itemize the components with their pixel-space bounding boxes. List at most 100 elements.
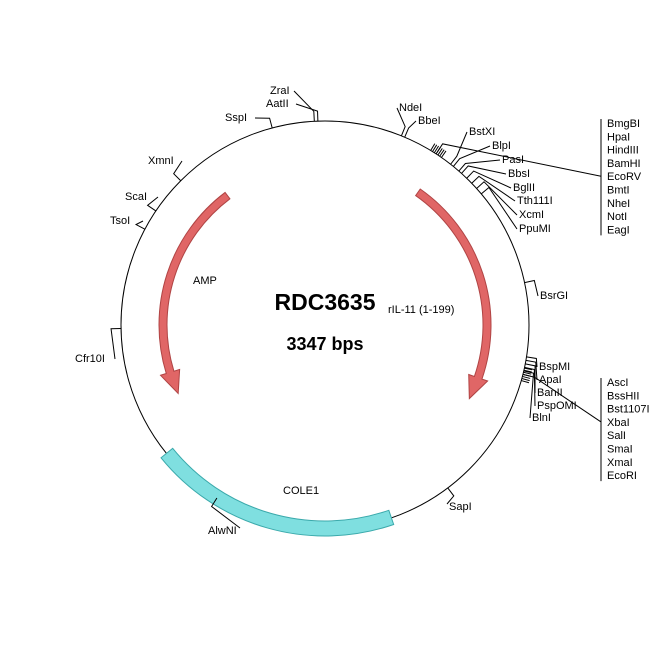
site-label-bglii: BglII [513, 182, 535, 194]
group-bottom-site-sali: SalI [607, 430, 626, 442]
site-tick-xcmi [476, 181, 518, 216]
site-tick-pspomi [524, 366, 536, 407]
site-tick-blpi [452, 145, 491, 167]
site-tick-bsrgi [524, 279, 539, 297]
site-label-bbei: BbeI [418, 115, 441, 127]
site-alwni: AlwNI [208, 497, 241, 537]
site-label-alwni: AlwNI [208, 525, 237, 537]
group-top-fan-tick [433, 145, 440, 154]
site-pspomi: PspOMI [524, 366, 577, 412]
site-label-bstxi: BstXI [469, 126, 495, 138]
site-bbsi: BbsI [461, 165, 530, 180]
site-label-xcmi: XcmI [519, 209, 544, 221]
site-aatii: AatII [266, 98, 319, 122]
site-tick-alwni [210, 497, 241, 529]
site-bstxi: BstXI [450, 126, 495, 165]
site-tth111i: Tth111I [471, 175, 553, 207]
group-top-site-ecorv: EcoRV [607, 171, 642, 183]
site-tick-zrai [293, 90, 315, 122]
site-sapi: SapI [446, 487, 472, 513]
site-label-tsoi: TsoI [110, 215, 130, 227]
site-zrai: ZraI [270, 85, 315, 122]
site-group-top: BmgBIHpaIHindIIIBamHIEcoRVBmtINheINotIEa… [430, 118, 642, 236]
group-top-site-hindiii: HindIII [607, 145, 639, 157]
site-blni: BlnI [523, 370, 551, 424]
site-label-aatii: AatII [266, 98, 289, 110]
site-label-cfr10i: Cfr10I [75, 353, 105, 365]
site-tick-bspmi [526, 356, 538, 368]
site-label-ppumi: PpuMI [519, 223, 551, 235]
site-tsoi: TsoI [110, 215, 146, 230]
site-xcmi: XcmI [476, 181, 544, 221]
plasmid-name: RDC3635 [275, 289, 376, 315]
site-tick-cfr10i [110, 328, 122, 360]
site-tick-sapi [446, 487, 455, 505]
group-bottom-fan-tick [521, 380, 530, 384]
site-tick-bstxi [450, 131, 468, 165]
site-label-bspmi: BspMI [539, 361, 570, 373]
group-bottom-fan-tick [521, 378, 530, 382]
site-label-blpi: BlpI [492, 140, 511, 152]
amp-feature-label: AMP [193, 275, 217, 287]
insert-label: rIL-11 (1-199) [388, 304, 454, 316]
site-ppumi: PpuMI [480, 186, 551, 235]
site-blpi: BlpI [452, 140, 511, 167]
site-scai: ScaI [125, 191, 159, 212]
site-label-apai: ApaI [539, 374, 562, 386]
site-label-pspomi: PspOMI [537, 400, 577, 412]
site-sspi: SspI [225, 112, 273, 129]
site-label-scai: ScaI [125, 191, 147, 203]
site-label-banii: BanII [537, 387, 563, 399]
site-tick-tsoi [134, 220, 146, 230]
group-bottom-fan-tick [522, 375, 531, 379]
group-bottom-site-smai: SmaI [607, 444, 633, 456]
site-bspmi: BspMI [526, 356, 570, 373]
group-bottom-site-asci: AscI [607, 377, 628, 389]
site-tick-scai [146, 196, 159, 212]
site-label-bsrgi: BsrGI [540, 290, 568, 302]
group-top-site-bamhi: BamHI [607, 158, 641, 170]
site-tick-xmni [173, 160, 183, 182]
site-tick-ppumi [480, 186, 518, 230]
group-bottom-fan-tick [523, 369, 532, 373]
site-tick-sspi [254, 117, 273, 129]
site-label-zrai: ZraI [270, 85, 290, 97]
site-tick-bbsi [461, 165, 507, 175]
insert-feature-arrow [414, 188, 492, 400]
group-top-fan-tick [441, 150, 447, 158]
group-top-site-nhei: NheI [607, 198, 630, 210]
site-bsrgi: BsrGI [524, 279, 568, 302]
site-tick-apai [525, 359, 538, 381]
group-bottom-site-xbai: XbaI [607, 417, 630, 429]
site-tick-blni [523, 370, 535, 419]
cole1-feature-label: COLE1 [283, 485, 319, 497]
group-top-fan-tick [435, 146, 441, 155]
group-top-site-bmgbi: BmgBI [607, 118, 640, 130]
group-bottom-site-xmai: XmaI [607, 457, 633, 469]
site-xmni: XmnI [148, 155, 183, 182]
site-tick-ndei [396, 107, 406, 137]
group-bottom-fan-tick [524, 367, 533, 371]
site-tick-pasi [458, 159, 501, 172]
group-top-site-noti: NotI [607, 211, 627, 223]
site-cfr10i: Cfr10I [75, 328, 122, 365]
amp-feature-arrow [158, 191, 231, 395]
site-tick-bbei [404, 120, 417, 138]
cole1-feature-box [160, 447, 395, 537]
site-label-ndei: NdeI [399, 102, 422, 114]
site-label-blni: BlnI [532, 412, 551, 424]
group-bottom-site-ecori: EcoRI [607, 470, 637, 482]
plasmid-size: 3347 bps [286, 334, 363, 354]
site-ndei: NdeI [396, 102, 422, 137]
site-label-tth111i: Tth111I [517, 195, 553, 207]
site-bglii: BglII [466, 170, 535, 194]
site-label-bbsi: BbsI [508, 168, 530, 180]
site-tick-aatii [295, 103, 319, 122]
site-label-sspi: SspI [225, 112, 247, 124]
group-top-fan-tick [439, 149, 445, 157]
group-bottom-fan-tick [522, 373, 531, 377]
group-top-site-bmti: BmtI [607, 185, 630, 197]
